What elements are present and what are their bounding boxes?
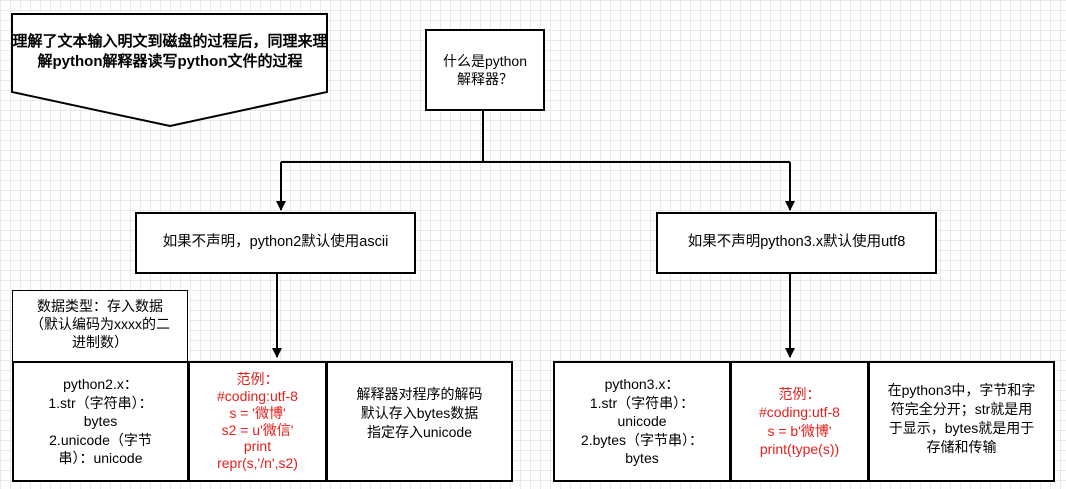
root-line-2: 解释器？: [457, 71, 513, 87]
py2-example-line-3: s = '微博': [229, 404, 286, 421]
py3-example-line-2: #coding:utf-8: [759, 404, 840, 421]
datatype-note-line-1: 数据类型：存入数据: [37, 298, 163, 314]
py2-example-line-6: repr(s,'/n',s2): [217, 455, 298, 472]
datatype-note-box: 数据类型：存入数据 （默认编码为xxxx的二 进制数）: [12, 290, 188, 362]
py3-types-box: python3.x： 1.str（字符串）： unicode 2.bytes（字…: [553, 361, 731, 482]
py2-example-line-5: print: [243, 438, 272, 455]
py3-example-line-1: 范例：: [778, 385, 821, 402]
py2-types-line-3: bytes: [83, 413, 118, 430]
py3-note-line-3: 于显示，bytes就是用于: [888, 419, 1035, 436]
py3-types-line-2: 1.str（字符串）：: [589, 394, 695, 411]
py3-note-line-2: 符完全分开；str就是用: [890, 400, 1033, 417]
py3-note-line-1: 在python3中，字节和字: [887, 382, 1036, 398]
py2-example-line-1: 范例：: [236, 371, 279, 388]
py2-types-line-2: 1.str（字符串）：: [48, 394, 153, 411]
py2-decode-box: 解释器对程序的解码 默认存入bytes数据 指定存入unicode: [326, 361, 513, 482]
py3-types-line-3: unicode: [617, 413, 667, 430]
py3-note-box: 在python3中，字节和字 符完全分开；str就是用 于显示，bytes就是用…: [868, 361, 1055, 482]
py2-types-box: python2.x： 1.str（字符串）： bytes 2.unicode（字…: [12, 361, 189, 482]
py3-example-line-4: print(type(s)): [759, 440, 840, 457]
branch-left-box: 如果不声明，python2默认使用ascii: [135, 212, 416, 274]
py3-note-line-4: 存储和传输: [926, 438, 997, 455]
datatype-note-line-3: 进制数）: [72, 334, 128, 351]
py2-decode-line-2: 默认存入bytes数据: [360, 404, 479, 421]
py2-types-line-1: python2.x：: [63, 376, 138, 393]
py3-types-line-1: python3.x：: [604, 376, 680, 393]
py2-example-line-4: s2 = u'微信': [221, 421, 294, 438]
py2-types-line-5: 串）：unicode: [58, 450, 143, 467]
branch-left-label: 如果不声明，python2默认使用ascii: [162, 234, 389, 251]
py3-example-box: 范例： #coding:utf-8 s = b'微博' print(type(s…: [730, 361, 869, 482]
py2-example-box: 范例： #coding:utf-8 s = '微博' s2 = u'微信' pr…: [188, 361, 327, 482]
py3-types-line-4: 2.bytes（字节串）：: [580, 431, 704, 448]
callout-text: 理解了文本输入明文到磁盘的过程后，同理来理 解python解释器读写python…: [10, 32, 330, 73]
branch-right-label: 如果不声明python3.x默认使用utf8: [687, 234, 906, 251]
py3-example-line-3: s = b'微博': [767, 422, 832, 439]
callout-line-2: 解python解释器读写python文件的过程: [37, 53, 303, 71]
callout-line-1: 理解了文本输入明文到磁盘的过程后，同理来理: [12, 33, 328, 50]
branch-right-box: 如果不声明python3.x默认使用utf8: [656, 212, 937, 274]
py3-types-line-5: bytes: [625, 450, 659, 467]
datatype-note-line-2: （默认编码为xxxx的二: [30, 316, 170, 333]
root-box: 什么是python 解释器？: [425, 29, 545, 111]
py2-types-line-4: 2.unicode（字节: [49, 431, 152, 448]
py2-decode-line-3: 指定存入unicode: [366, 423, 473, 440]
root-line-1: 什么是python: [442, 52, 528, 69]
py2-decode-line-1: 解释器对程序的解码: [356, 386, 483, 402]
py2-example-line-2: #coding:utf-8: [217, 387, 298, 404]
